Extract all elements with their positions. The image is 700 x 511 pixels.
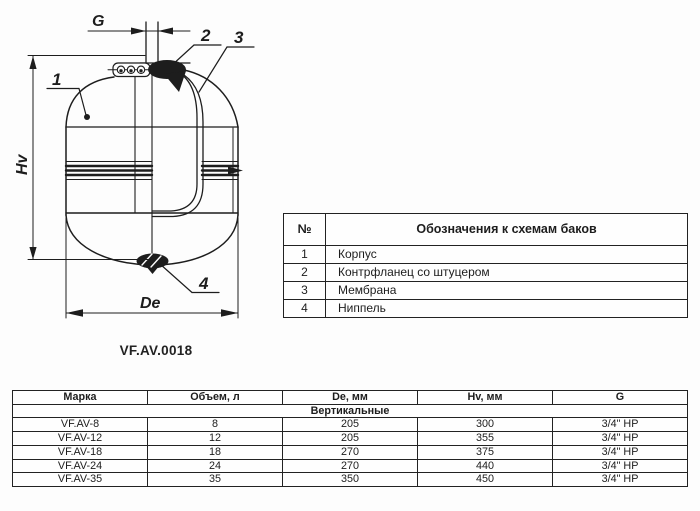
part-label-3: 3 xyxy=(234,28,244,47)
spec-cell: 205 xyxy=(282,431,418,446)
spec-cell: 35 xyxy=(147,472,283,488)
legend-row-number: 2 xyxy=(283,262,326,282)
legend-row-name: Контрфланец со штуцером xyxy=(325,262,688,282)
nipple xyxy=(136,253,169,274)
part-label-4: 4 xyxy=(198,274,209,293)
part-label-1: 1 xyxy=(52,70,61,89)
spec-cell: 24 xyxy=(147,458,283,474)
spec-cell: VF.AV-35 xyxy=(12,472,148,488)
spec-cell: VF.AV-24 xyxy=(12,458,148,474)
part-label-2: 2 xyxy=(200,26,211,45)
dimension-de xyxy=(65,217,239,319)
leader-lines xyxy=(46,44,255,294)
spec-cell: VF.AV-12 xyxy=(12,431,148,446)
spec-cell: 3/4" НР xyxy=(552,431,688,446)
spec-column-header: G xyxy=(552,390,688,405)
spec-column-header: De, мм xyxy=(282,390,418,405)
spec-cell: 18 xyxy=(147,444,283,460)
spec-cell: 300 xyxy=(417,417,553,433)
spec-cell: VF.AV-8 xyxy=(12,417,148,433)
spec-cell: 270 xyxy=(282,458,418,474)
spec-cell: 270 xyxy=(282,444,418,460)
spec-cell: 450 xyxy=(417,472,553,488)
spec-column-header: Hv, мм xyxy=(417,390,553,405)
spec-cell: 3/4" НР xyxy=(552,472,688,488)
spec-group-label: Вертикальные xyxy=(12,403,688,419)
spec-cell: 3/4" НР xyxy=(552,458,688,474)
spec-cell: VF.AV-18 xyxy=(12,444,148,460)
legend-row-name: Корпус xyxy=(325,245,688,264)
spec-group-row: Вертикальные xyxy=(12,403,688,419)
spec-cell: 350 xyxy=(282,472,418,488)
tank-diagram: G Hv De 1 2 3 4 xyxy=(14,13,255,319)
hv-dimension-label: Hv xyxy=(14,153,31,175)
flange-fitting xyxy=(107,21,191,92)
membrane-lines xyxy=(134,71,204,257)
spec-cell: 355 xyxy=(417,431,553,446)
band-arrow-marker xyxy=(228,166,243,175)
legend-header-number: № xyxy=(283,213,326,246)
spec-cell: 3/4" НР xyxy=(552,417,688,433)
legend-row-name: Ниппель xyxy=(325,298,688,318)
legend-row-name: Мембрана xyxy=(325,280,688,300)
dimension-hv xyxy=(27,55,151,260)
de-dimension-label: De xyxy=(140,295,161,312)
tank-band-lines xyxy=(64,161,243,180)
spec-cell: 440 xyxy=(417,458,553,474)
spec-column-header: Объем, л xyxy=(147,390,283,405)
spec-column-header: Марка xyxy=(12,390,148,405)
spec-cell: 12 xyxy=(147,431,283,446)
g-dimension-label: G xyxy=(92,13,104,30)
drawing-caption: VF.AV.0018 xyxy=(119,343,193,358)
legend-row-number: 1 xyxy=(283,245,326,264)
spec-cell: 3/4" НР xyxy=(552,444,688,460)
spec-cell: 205 xyxy=(282,417,418,433)
spec-cell: 8 xyxy=(147,417,283,433)
legend-header-title: Обозначения к схемам баков xyxy=(325,213,688,246)
legend-header-row: № Обозначения к схемам баков xyxy=(283,213,688,246)
spec-cell: 375 xyxy=(417,444,553,460)
legend-row-number: 3 xyxy=(283,280,326,300)
legend-row-number: 4 xyxy=(283,298,326,318)
dimension-g xyxy=(87,27,191,35)
